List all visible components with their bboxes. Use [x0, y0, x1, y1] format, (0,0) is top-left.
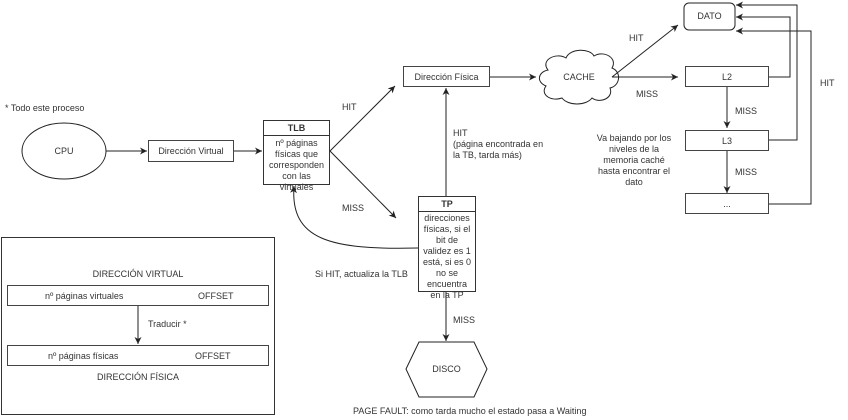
- edge-tlb-hit: [329, 85, 396, 152]
- address-virtual-pages: nº páginas virtuales: [45, 290, 124, 301]
- direccion-fisica-label: Dirección Física: [414, 71, 479, 82]
- l3-label: L3: [721, 135, 732, 146]
- note-va-bajando: Va bajando por los niveles de la memoria…: [596, 133, 672, 187]
- disco-node-shape: [405, 341, 488, 398]
- label-tlb-hit: HIT: [342, 102, 357, 112]
- label-tp-hit: HIT (página encontrada en la TB, tarda m…: [453, 128, 544, 160]
- disco-label: DISCO: [432, 364, 461, 374]
- edge-l3-to-dato: [736, 1, 798, 141]
- label-l3-miss: MISS: [735, 167, 758, 177]
- label-tp-update-tlb: Si HIT, actualiza la TLB: [315, 269, 408, 279]
- ellipsis-label: ...: [723, 198, 731, 209]
- node-direccion-fisica[interactable]: Dirección Física: [403, 66, 490, 87]
- note-todo-proceso: * Todo este proceso: [5, 103, 85, 113]
- address-virtual-row: nº páginas virtuales OFFSET: [7, 285, 269, 306]
- label-tp-miss: MISS: [453, 315, 476, 325]
- node-l2[interactable]: L2: [685, 66, 769, 87]
- label-levels-hit: HIT: [820, 78, 835, 88]
- tp-title: TP: [419, 197, 475, 212]
- edge-cache-hit: [611, 24, 679, 78]
- label-l2-miss: MISS: [735, 106, 758, 116]
- tlb-body: nº páginas físicas que corresponden con …: [268, 138, 325, 192]
- edge-tp-update-tlb: [289, 185, 419, 249]
- tp-body: direcciones físicas, si el bit de valide…: [422, 213, 472, 300]
- node-tp[interactable]: TP direcciones físicas, si el bit de val…: [418, 196, 476, 300]
- label-tlb-miss: MISS: [342, 203, 365, 213]
- node-direccion-virtual[interactable]: Dirección Virtual: [148, 140, 234, 162]
- l2-label: L2: [721, 71, 732, 82]
- node-l3[interactable]: L3: [685, 130, 769, 151]
- label-cache-miss: MISS: [636, 89, 659, 99]
- edge-ellipsis-to-dato: [736, 27, 812, 205]
- node-tlb[interactable]: TLB nº páginas físicas que corresponden …: [263, 120, 330, 192]
- note-page-fault: PAGE FAULT: como tarda mucho el estado p…: [353, 406, 587, 416]
- label-translate: Traducir *: [148, 319, 187, 329]
- tlb-title: TLB: [264, 121, 329, 136]
- address-virtual-offset: OFFSET: [198, 290, 234, 301]
- address-physical-title: DIRECCIÓN FÍSICA: [96, 372, 179, 382]
- edge-tlb-miss: [329, 150, 397, 219]
- edge-l2-to-dato: [736, 13, 791, 78]
- label-cache-hit: HIT: [629, 33, 644, 43]
- cache-node-shape: [539, 49, 619, 105]
- address-physical-pages: nº páginas físicas: [48, 350, 119, 361]
- address-virtual-title: DIRECCIÓN VIRTUAL: [92, 269, 184, 279]
- direccion-virtual-label: Dirección Virtual: [158, 146, 224, 156]
- address-physical-offset: OFFSET: [195, 350, 231, 361]
- dato-label: DATO: [697, 11, 722, 21]
- dato-node-shape: [683, 2, 736, 31]
- address-panel-frame: [1, 237, 275, 415]
- cache-label: CACHE: [563, 72, 595, 82]
- cpu-label: CPU: [54, 146, 74, 156]
- node-ellipsis[interactable]: ...: [685, 193, 769, 214]
- address-physical-row: nº páginas físicas OFFSET: [7, 345, 269, 366]
